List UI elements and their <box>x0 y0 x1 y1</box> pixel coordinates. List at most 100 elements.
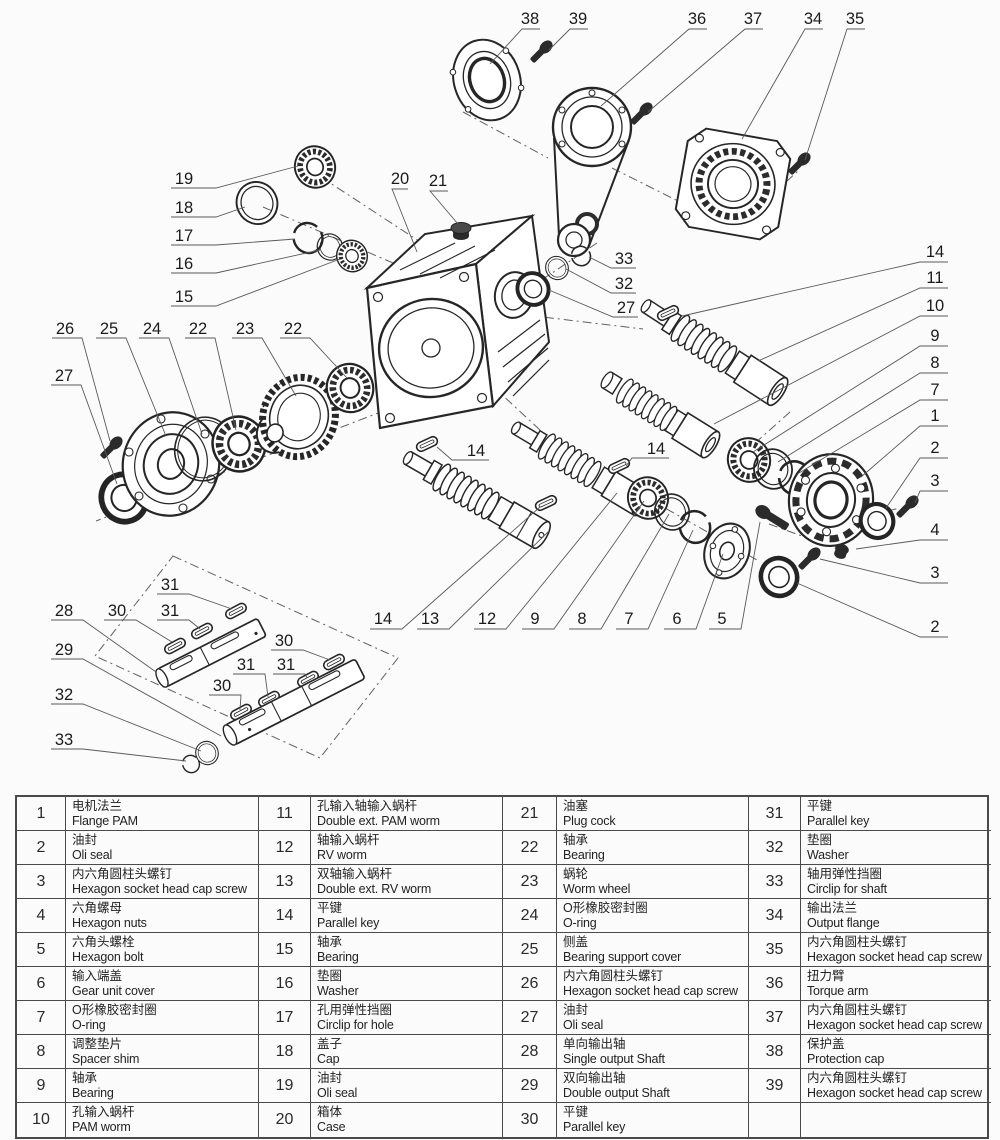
callout-2: 2 <box>930 618 939 636</box>
callout-27: 27 <box>55 367 73 385</box>
part-no: 36 <box>749 967 801 1001</box>
part-no: 31 <box>749 797 801 831</box>
part-no: 14 <box>259 899 311 933</box>
part-no: 29 <box>503 1069 557 1103</box>
part-no: 21 <box>503 797 557 831</box>
cap-screw-39 <box>527 37 556 66</box>
part-name-en: Bearing support cover <box>563 949 682 964</box>
output-stack-right <box>622 432 922 602</box>
cap-screw-3b <box>795 544 824 573</box>
leader-line <box>51 619 157 673</box>
leader-line <box>273 673 308 679</box>
part-name-cn: 调整垫片 <box>72 1036 123 1051</box>
leader-line <box>52 337 111 442</box>
protection-cap <box>449 38 525 122</box>
part-name-en: Bearing <box>72 1085 114 1100</box>
part-name-en: O-ring <box>563 915 597 930</box>
part-name-cn: 轴输入蜗杆 <box>317 832 380 847</box>
callout-13: 13 <box>421 610 439 628</box>
leader-line <box>51 658 222 737</box>
part-no: 2 <box>17 831 66 865</box>
leader-line <box>860 425 948 478</box>
part-name-cn: 平键 <box>563 1105 589 1119</box>
part-no: 8 <box>17 1035 66 1069</box>
bearing-9 <box>721 432 776 489</box>
callout-27: 27 <box>617 299 635 317</box>
part-name-en: Single output Shaft <box>563 1051 665 1066</box>
part-name-en: Hexagon socket head cap screw <box>807 1017 982 1032</box>
leader-line <box>233 673 269 698</box>
part-name-cn: 六角螺母 <box>72 900 123 915</box>
leader-line <box>777 372 948 463</box>
part-name-en: Hexagon socket head cap screw <box>807 949 982 964</box>
callout-32: 32 <box>55 686 73 704</box>
leader-line <box>171 206 246 218</box>
part-name-cn: 单向输出轴 <box>563 1036 626 1051</box>
part-name-en: Double ext. RV worm <box>317 881 432 896</box>
leader-line <box>522 500 645 630</box>
leader-line <box>489 28 540 65</box>
part-name-en: Gear unit cover <box>72 983 155 998</box>
leader-line <box>280 337 348 379</box>
part-name-en: Output flange <box>807 915 880 930</box>
part-name-cn: 轴承 <box>72 1070 98 1085</box>
part-name-en: Washer <box>807 847 849 862</box>
callout-1: 1 <box>930 407 939 425</box>
washer-32b <box>190 736 224 770</box>
leader-line <box>616 529 694 630</box>
part-name-cn: 内六角圆柱头螺钉 <box>807 934 908 949</box>
part-no: 32 <box>749 831 801 865</box>
part-no: 24 <box>503 899 557 933</box>
callout-32: 32 <box>615 275 633 293</box>
part-name-cn: 双向输出轴 <box>563 1070 626 1085</box>
part-name-cn: 轴承 <box>317 934 343 949</box>
torque-arm <box>551 86 633 258</box>
callout-35: 35 <box>846 10 864 28</box>
callout-29: 29 <box>55 641 73 659</box>
callout-15: 15 <box>175 288 193 306</box>
leader-line <box>139 337 203 435</box>
part-no: 3 <box>17 865 66 899</box>
callout-14: 14 <box>647 440 665 458</box>
leader-line <box>914 490 948 504</box>
part-name-cn: 双轴输入蜗杆 <box>317 866 393 881</box>
part-no: 38 <box>749 1035 801 1069</box>
callout-14: 14 <box>926 243 944 261</box>
leader-line <box>209 694 242 711</box>
part-name-cn: O形橡胶密封圈 <box>563 900 648 915</box>
callout-14: 14 <box>374 610 392 628</box>
leader-line <box>474 492 618 630</box>
part-name-en: Double ext. PAM worm <box>317 813 440 828</box>
bearing-15 <box>331 235 373 277</box>
leader-line <box>757 287 948 362</box>
callout-30: 30 <box>275 632 293 650</box>
input-bearing-stack <box>228 139 373 277</box>
leader-line <box>417 530 550 630</box>
leader-line <box>171 249 321 274</box>
part-name-en: Bearing <box>563 847 605 862</box>
callout-36: 36 <box>688 10 706 28</box>
part-no: 11 <box>259 797 311 831</box>
part-name-cn: 孔用弹性挡圈 <box>317 1002 393 1017</box>
part-name-en: Cap <box>317 1051 340 1066</box>
leader-line <box>565 268 636 294</box>
part-no <box>749 1103 801 1137</box>
leader-line <box>625 457 669 467</box>
hex-bolt-5 <box>755 505 789 531</box>
part-name-cn: 蜗轮 <box>563 866 589 881</box>
